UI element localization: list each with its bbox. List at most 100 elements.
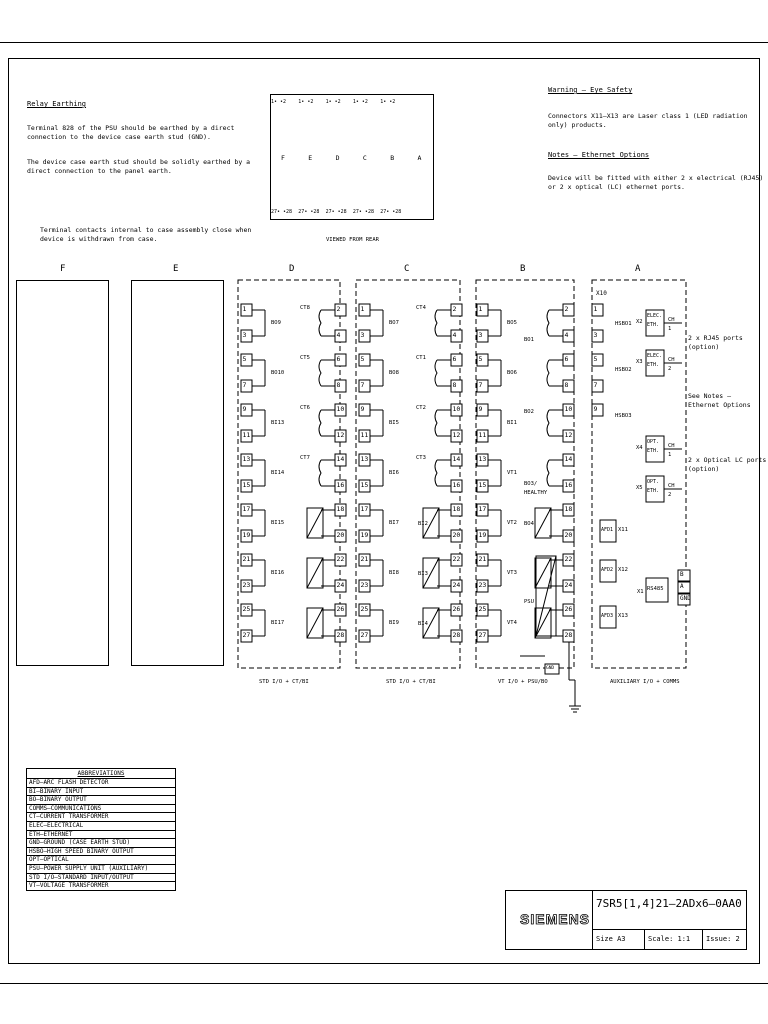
sheet-scale: Scale: 1:1	[648, 935, 691, 943]
rear-slot-top-terminals: 1• •2	[298, 99, 314, 105]
module-c-ct-coil	[434, 459, 438, 487]
module-a-left-terminal	[591, 329, 604, 343]
module-c-right-terminal-number: 8	[452, 381, 457, 389]
module-a-channel-label: CH 1	[668, 317, 675, 332]
module-d-left-terminal-number: 19	[242, 531, 251, 539]
module-b-element-label: VT3	[507, 570, 517, 576]
relay-earthing-title: Relay Earthing	[27, 100, 87, 108]
module-b-right-terminal-number: 22	[564, 555, 573, 563]
module-f-empty	[16, 280, 109, 666]
module-e-empty	[131, 280, 224, 666]
module-b-left-terminal-number: 23	[478, 581, 487, 589]
module-header-c: C	[404, 264, 410, 274]
module-c-outline	[355, 279, 461, 669]
module-c-right-terminal-number: 16	[452, 481, 461, 489]
rear-slot-bottom-terminals: 27• •28	[352, 209, 374, 215]
module-b-right-terminal-number: 14	[564, 455, 573, 463]
module-d-bi-diag	[306, 507, 324, 539]
module-c-right-terminal-number: 22	[452, 555, 461, 563]
module-b-element-label: BO5	[507, 320, 517, 326]
rear-slot-label: B	[390, 154, 395, 162]
module-c-bi-diag	[422, 507, 440, 539]
module-a-rs485-box	[645, 577, 669, 603]
module-b-left-terminal-number: 11	[478, 431, 487, 439]
module-b-right-terminal-number: 26	[564, 605, 573, 613]
module-a-channel-label: CH 1	[668, 443, 675, 458]
module-b-outline	[475, 279, 575, 669]
module-d-right-terminal-number: 26	[336, 605, 345, 613]
rear-view-outline	[270, 94, 434, 220]
module-c-element-label: BO7	[389, 320, 399, 326]
module-d-bi-box	[306, 557, 324, 589]
module-header-e: E	[173, 264, 179, 274]
module-d-ct-label: CT8	[300, 305, 310, 311]
module-header-d: D	[289, 264, 295, 274]
module-a-afd-label: AFD1	[601, 527, 614, 533]
module-c-left-terminal-number: 23	[360, 581, 369, 589]
module-a-eth-label: OPT. ETH.	[647, 479, 660, 494]
rear-slot-bottom-terminals: 27• •28	[271, 209, 293, 215]
module-b-bi-diag	[534, 607, 552, 639]
relay-earthing-note-2: The device case earth stud should be sol…	[27, 158, 251, 175]
module-b-bi-box	[534, 507, 552, 539]
module-b-right-terminal-number: 18	[564, 505, 573, 513]
module-d-element-label: BI15	[271, 520, 285, 526]
module-b-left-terminal-number: 25	[478, 605, 487, 613]
module-b-right-terminal-number: 16	[564, 481, 573, 489]
module-d-left-terminal-number: 21	[242, 555, 251, 563]
relay-earthing-note-1: Terminal 828 of the PSU should be earthe…	[27, 124, 235, 141]
module-d-left-terminal-number: 11	[242, 431, 251, 439]
module-d-element-label: BI17	[271, 620, 285, 626]
module-b-ct-coil	[546, 309, 550, 337]
rear-view-caption: VIEWED FROM REAR	[326, 237, 379, 243]
module-a-left-terminal	[591, 403, 604, 417]
module-d-left-terminal-number: 15	[242, 481, 251, 489]
abbreviation-row: BI–BINARY INPUT	[27, 786, 175, 796]
rear-slot-label: C	[362, 154, 367, 162]
module-c-element-label: BI5	[389, 420, 399, 426]
module-b-left-terminal-number: 15	[478, 481, 487, 489]
rear-slot-top-terminals: 1• •2	[352, 99, 368, 105]
terminal-contacts-note: Terminal contacts internal to case assem…	[40, 226, 252, 243]
module-d-ct-label: CT7	[300, 455, 310, 461]
module-c-left-terminal-number: 7	[360, 381, 365, 389]
module-a-rs485-terminal-label: GND	[680, 595, 691, 602]
module-c-left-terminal-number: 21	[360, 555, 369, 563]
module-a-left-terminal	[591, 379, 604, 393]
ethernet-options-title: Notes – Ethernet Options	[548, 151, 650, 159]
module-b-right-terminal-number: 8	[564, 381, 569, 389]
module-b-left-terminal-number: 9	[478, 405, 483, 413]
module-a-left-terminal	[591, 303, 604, 317]
module-a-eth-label: ELEC. ETH.	[647, 313, 663, 328]
module-c-element-label: BI6	[389, 470, 399, 476]
module-a-rs485-terminal-label: A	[680, 583, 684, 590]
module-a-hsbo-label: HSBO1	[615, 321, 632, 327]
module-b-right-terminal-number: 4	[564, 331, 569, 339]
module-a-hsbo-label: HSBO2	[615, 367, 632, 373]
module-d-left-terminal-number: 27	[242, 631, 251, 639]
module-a-channel-label: CH 2	[668, 483, 675, 498]
module-b-ct-coil	[546, 459, 550, 487]
module-d-ct-coil	[318, 359, 322, 387]
module-b-left-terminal-number: 27	[478, 631, 487, 639]
module-c-element-label: BI8	[389, 570, 399, 576]
module-a-eth-label: OPT. ETH.	[647, 439, 660, 454]
module-d-right-terminal-number: 8	[336, 381, 341, 389]
module-a-afd-box	[599, 605, 617, 629]
module-b-bi-box	[534, 557, 552, 589]
module-d-right-terminal-number: 2	[336, 305, 341, 313]
module-b-ct-coil	[546, 409, 550, 437]
module-b-left-terminal-number: 13	[478, 455, 487, 463]
module-c-left-terminal-number: 5	[360, 355, 365, 363]
module-a-x-label: X3	[636, 359, 643, 365]
module-d-bi-box	[306, 607, 324, 639]
module-d-ct-coil	[318, 309, 322, 337]
rear-slot-label: A	[417, 154, 422, 162]
module-d-element-label: BI14	[271, 470, 285, 476]
module-c-left-terminal-number: 9	[360, 405, 365, 413]
rear-slot-label: F	[281, 154, 285, 162]
abbreviation-row: STD I/O–STANDARD INPUT/OUTPUT	[27, 872, 175, 882]
module-b-left-terminal-number: 1	[478, 305, 483, 313]
module-c-right-terminal-number: 14	[452, 455, 461, 463]
